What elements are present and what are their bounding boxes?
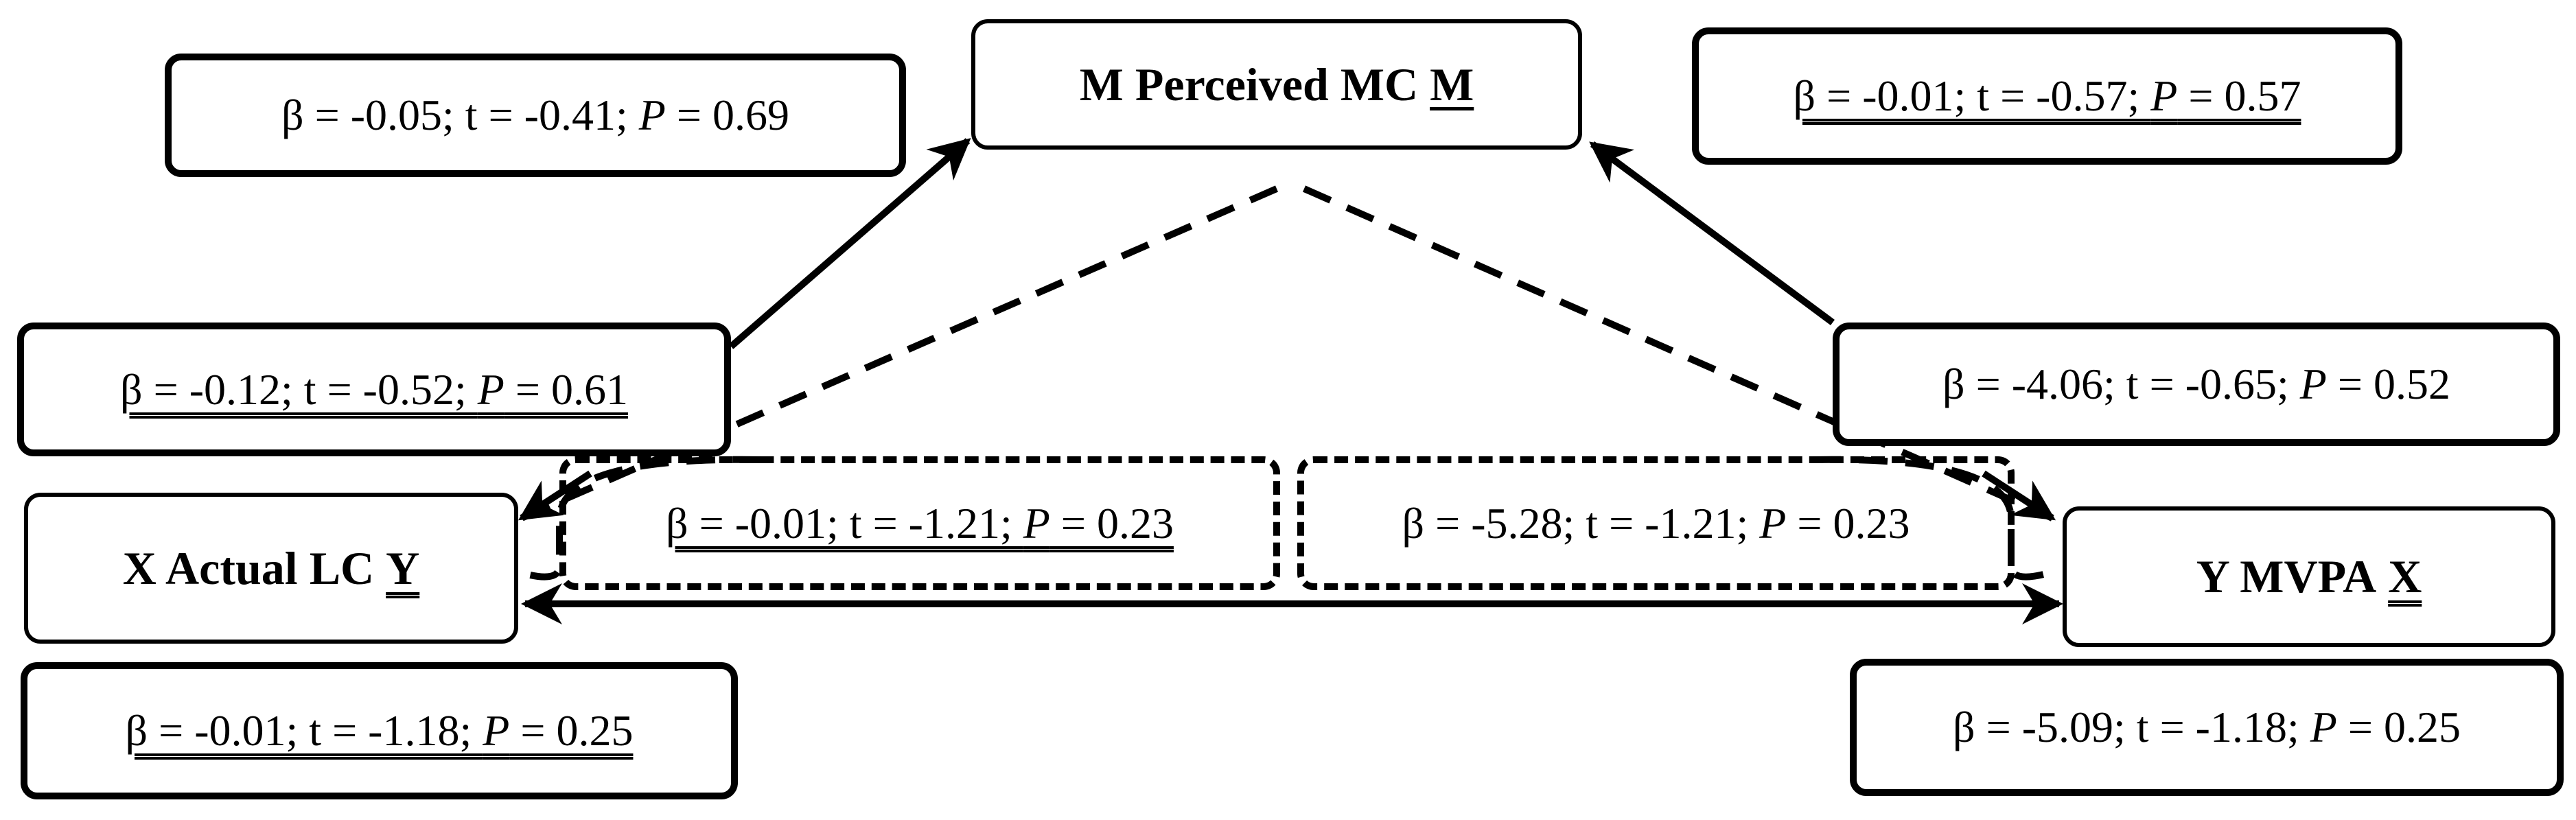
node-y-code: X <box>2388 550 2422 602</box>
stat-text: β = -0.01; t = -0.57; P = 0.57 <box>1793 71 2301 120</box>
node-m: M Perceived MC M <box>971 19 1582 150</box>
stat-center-right: β = -5.28; t = -1.21; P = 0.23 <box>1297 456 2015 590</box>
stat-top-right: β = -0.01; t = -0.57; P = 0.57 <box>1692 27 2402 165</box>
stat-mid-left: β = -0.12; t = -0.52; P = 0.61 <box>17 323 731 456</box>
stat-text: β = -4.06; t = -0.65; P = 0.52 <box>1942 360 2450 408</box>
node-y-label: Y MVPA <box>2196 550 2377 602</box>
stat-text: β = -5.28; t = -1.21; P = 0.23 <box>1402 498 1910 548</box>
dashed-arrow-head-y <box>1982 470 2056 522</box>
node-y: Y MVPA X <box>2063 506 2555 647</box>
stat-top-left: β = -0.05; t = -0.41; P = 0.69 <box>165 54 906 177</box>
dashed-curve-right <box>1811 456 2050 581</box>
stat-text: β = -0.12; t = -0.52; P = 0.61 <box>120 364 628 414</box>
arrow-x-to-m <box>728 138 971 349</box>
stat-bottom-left: β = -0.01; t = -1.18; P = 0.25 <box>21 662 738 799</box>
arrow-y-to-m <box>1589 141 1835 326</box>
stat-text: β = -0.01; t = -1.21; P = 0.23 <box>666 498 1174 548</box>
node-x-code: Y <box>386 541 420 594</box>
stat-text: β = -5.09; t = -1.18; P = 0.25 <box>1953 703 2461 751</box>
stat-bottom-right: β = -5.09; t = -1.18; P = 0.25 <box>1850 659 2564 796</box>
stat-text: β = -0.01; t = -1.18; P = 0.25 <box>125 706 634 755</box>
stat-mid-right: β = -4.06; t = -0.65; P = 0.52 <box>1833 323 2560 446</box>
node-m-label: M Perceived MC <box>1079 58 1419 110</box>
node-x: X Actual LC Y <box>24 493 518 644</box>
node-x-label: X Actual LC <box>122 541 375 594</box>
stat-text: β = -0.05; t = -0.41; P = 0.69 <box>281 91 789 139</box>
dashed-curve-left <box>520 456 763 581</box>
stat-center-left: β = -0.01; t = -1.21; P = 0.23 <box>559 456 1280 590</box>
dashed-arrow-head-x <box>518 470 592 522</box>
node-m-code: M <box>1430 58 1474 110</box>
